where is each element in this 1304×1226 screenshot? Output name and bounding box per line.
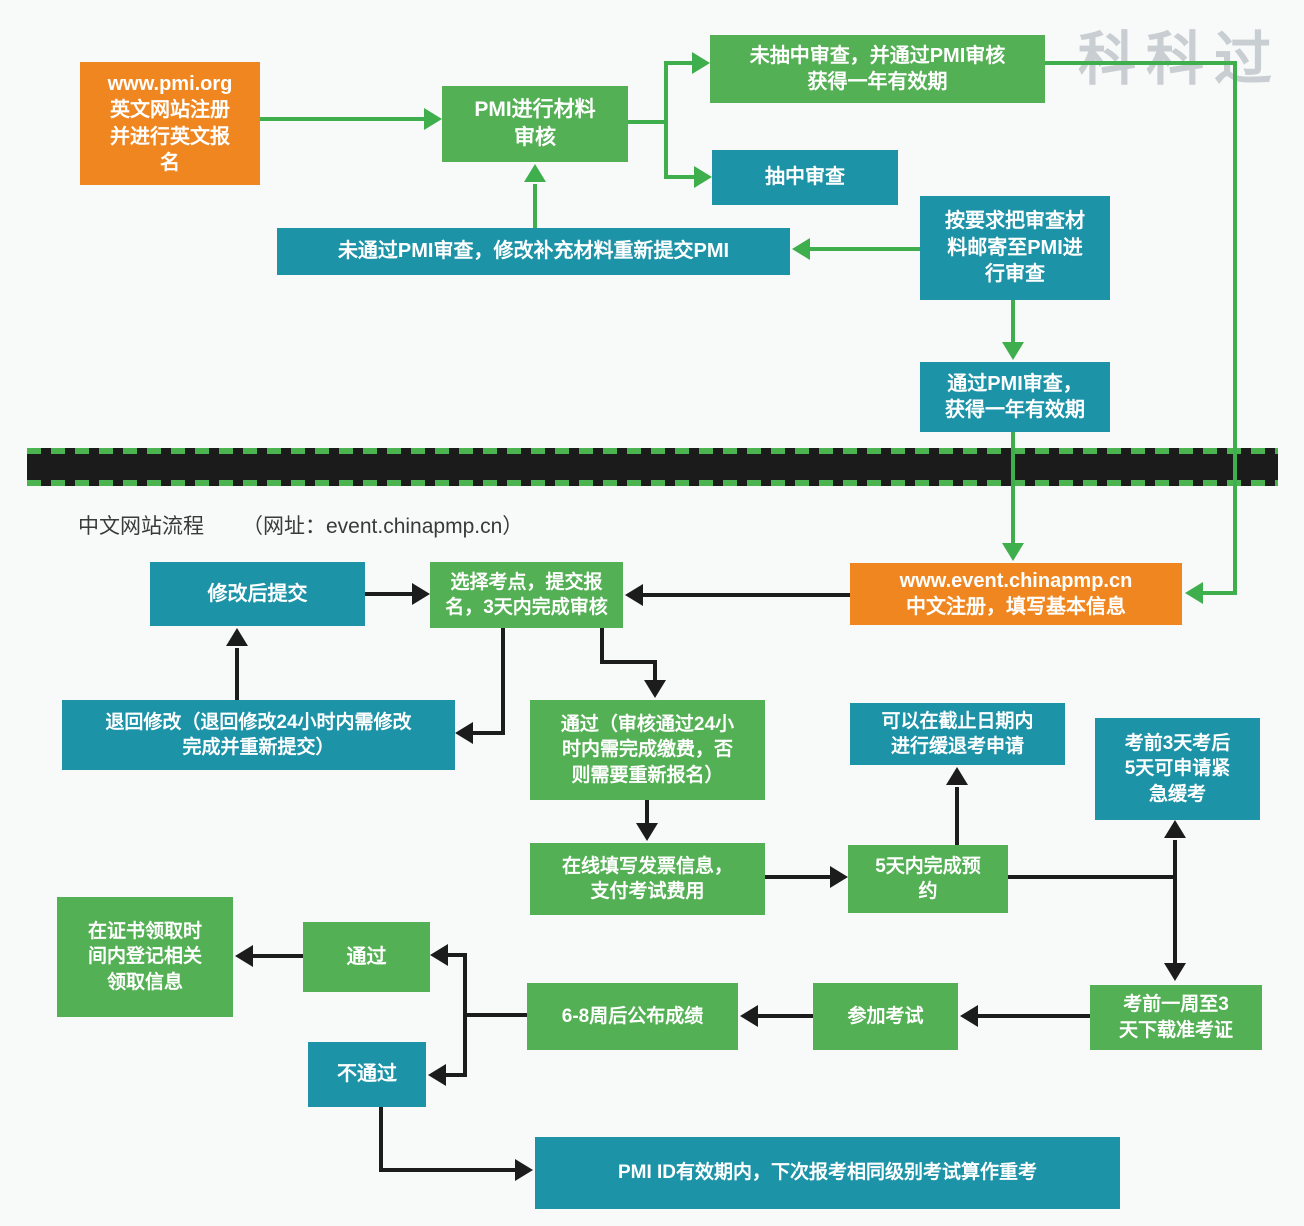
node-pass-pay-fee: 通过（审核通过24小 时内需完成缴费，否 则需要重新报名） (530, 700, 765, 800)
node-chinapmp-register: www.event.chinapmp.cn 中文注册，填写基本信息 (850, 563, 1182, 625)
connector-line (1203, 591, 1237, 595)
arrowhead (1002, 543, 1024, 561)
connector-line (260, 117, 424, 121)
node-returned-for-edit: 退回修改（退回修改24小时内需修改 完成并重新提交） (62, 700, 455, 770)
arrowhead (1164, 963, 1186, 981)
node-urgent-defer: 考前3天考后 5天可申请紧 急缓考 (1095, 718, 1260, 820)
node-pass: 通过 (303, 922, 430, 992)
arrowhead (946, 767, 968, 785)
arrowhead (644, 680, 666, 698)
connector-line (600, 628, 604, 664)
arrowhead (740, 1005, 758, 1027)
node-take-exam: 参加考试 (813, 983, 958, 1050)
connector-line (765, 875, 830, 879)
connector-line (446, 1073, 467, 1077)
node-pmi-org-register: www.pmi.org 英文网站注册 并进行英文报 名 (80, 62, 260, 185)
divider-dash-bottom (27, 480, 1278, 486)
arrowhead (1185, 582, 1203, 604)
connector-line (808, 247, 920, 251)
arrowhead (694, 166, 712, 188)
connector-line (448, 953, 467, 957)
section-divider (27, 448, 1278, 486)
node-defer-within-deadline: 可以在截止日期内 进行缓退考申请 (850, 703, 1065, 765)
arrowhead (636, 823, 658, 841)
divider-dash-top (27, 448, 1278, 454)
node-submit-after-edit: 修改后提交 (150, 562, 365, 626)
arrowhead (625, 584, 643, 606)
cn-flow-heading: 中文网站流程 （网址：event.chinapmp.cn） (78, 510, 523, 540)
connector-line (235, 648, 239, 700)
arrowhead (960, 1005, 978, 1027)
connector-line (473, 731, 505, 735)
node-retake-same-level: PMI ID有效期内，下次报考相同级别考试算作重考 (535, 1137, 1120, 1209)
connector-line (533, 184, 537, 228)
node-register-cert-info: 在证书领取时 间内登记相关 领取信息 (57, 897, 233, 1017)
arrowhead (1002, 342, 1024, 360)
node-sampled-audit: 抽中审查 (712, 150, 898, 205)
connector-line (501, 628, 505, 735)
connector-line (1233, 61, 1237, 593)
arrowhead (692, 52, 710, 74)
arrowhead (424, 108, 442, 130)
arrowhead (515, 1159, 533, 1181)
arrowhead (792, 238, 810, 260)
node-resubmit-to-pmi: 未通过PMI审查，修改补充材料重新提交PMI (277, 228, 790, 275)
connector-line (463, 1013, 527, 1017)
arrowhead (524, 164, 546, 182)
connector-line (664, 61, 692, 65)
arrowhead (1164, 820, 1186, 838)
connector-line (955, 787, 959, 845)
connector-line (1008, 875, 1177, 879)
connector-line (253, 954, 303, 958)
node-choose-site-submit: 选择考点，提交报 名，3天内完成审核 (430, 562, 623, 628)
node-not-sampled-pass: 未抽中审查，并通过PMI审核 获得一年有效期 (710, 35, 1045, 103)
node-results-6-8weeks: 6-8周后公布成绩 (527, 983, 738, 1050)
connector-line (664, 175, 694, 179)
arrowhead (226, 628, 248, 646)
connector-line (379, 1168, 515, 1172)
connector-line (628, 120, 668, 124)
node-book-within-5days: 5天内完成预 约 (848, 845, 1008, 913)
arrowhead (235, 945, 253, 967)
connector-line (645, 800, 649, 823)
connector-line (379, 1107, 383, 1172)
connector-line (642, 593, 850, 597)
connector-line (365, 592, 412, 596)
connector-line (653, 660, 657, 682)
connector-line (1011, 300, 1015, 342)
arrowhead (455, 722, 473, 744)
cn-flow-heading-label: 中文网站流程 (78, 515, 204, 538)
connector-line (664, 61, 668, 179)
connector-line (1173, 840, 1177, 963)
arrowhead (428, 1064, 446, 1086)
connector-line (1011, 432, 1015, 543)
cn-flow-heading-url: （网址：event.chinapmp.cn） (242, 515, 524, 538)
connector-line (978, 1014, 1090, 1018)
connector-line (758, 1014, 813, 1018)
connector-line (463, 953, 467, 1077)
watermark-text: 科科过 (1078, 27, 1283, 92)
arrowhead (412, 583, 430, 605)
node-pass-pmi-audit: 通过PMI审查， 获得一年有效期 (920, 362, 1110, 432)
node-download-ticket: 考前一周至3 天下载准考证 (1090, 985, 1262, 1050)
arrowhead (830, 866, 848, 888)
node-fail: 不通过 (308, 1042, 426, 1107)
connector-line (600, 660, 657, 664)
arrowhead (430, 944, 448, 966)
node-pmi-material-review: PMI进行材料 审核 (442, 86, 628, 162)
node-invoice-pay: 在线填写发票信息， 支付考试费用 (530, 843, 765, 915)
node-mail-materials: 按要求把审查材 料邮寄至PMI进 行审查 (920, 196, 1110, 300)
connector-line (1045, 61, 1237, 65)
